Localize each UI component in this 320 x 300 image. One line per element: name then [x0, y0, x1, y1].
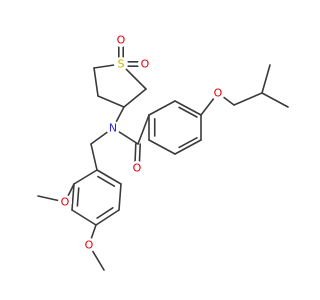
bond [178, 106, 198, 118]
atom-label-o: O [117, 34, 126, 47]
bond [148, 139, 176, 155]
bond [71, 183, 75, 211]
bond [118, 183, 122, 211]
molecule-structure: S O O N O O O O [37, 33, 289, 271]
bond [174, 100, 202, 116]
bond [96, 169, 122, 185]
atom-label-layer: S O O N O O O O [58, 33, 225, 252]
atom-label-o: O [214, 87, 223, 100]
bond [261, 64, 271, 94]
atom-o-s1: O [114, 33, 128, 47]
bond [71, 209, 97, 226]
atom-o-methoxy-1: O [58, 195, 72, 209]
atom-n: N [106, 121, 120, 135]
atom-label-n: N [109, 122, 117, 135]
bond [95, 209, 120, 226]
bond [93, 67, 99, 97]
bond [97, 175, 116, 188]
atom-s1: S [114, 57, 128, 71]
bond-layer [37, 39, 289, 271]
atom-label-o: O [85, 239, 94, 252]
bond [76, 187, 80, 207]
bond [137, 114, 150, 145]
atom-o-carbonyl: O [130, 161, 144, 175]
bond [123, 88, 147, 108]
bond [233, 92, 263, 106]
atom-label-o: O [61, 196, 70, 209]
bond [97, 95, 125, 108]
bond [261, 92, 289, 108]
atom-o-ether: O [211, 86, 225, 100]
bond [96, 207, 114, 219]
atom-o-s2: O [138, 57, 152, 71]
atom-o-methoxy-2: O [82, 238, 96, 252]
atom-label-o: O [141, 58, 150, 71]
atom-label-s: S [118, 58, 125, 71]
atom-label-o: O [133, 162, 142, 175]
bond [90, 143, 98, 171]
bond [148, 100, 176, 116]
bond [178, 136, 198, 149]
bond [174, 139, 202, 155]
bond [73, 169, 98, 185]
